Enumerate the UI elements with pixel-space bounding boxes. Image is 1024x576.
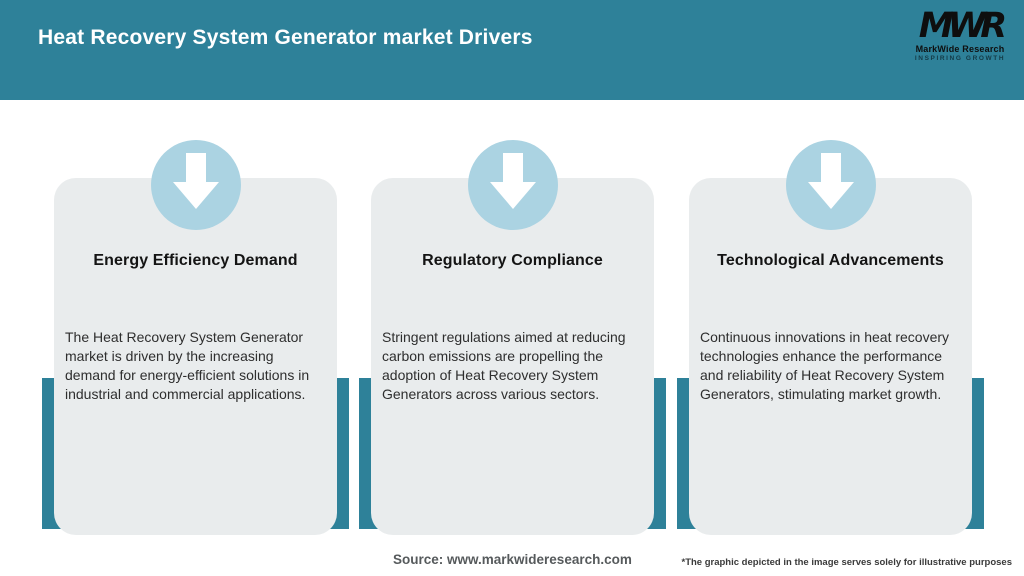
card-panel: Energy Efficiency Demand The Heat Recove… [54,178,337,535]
disclaimer-text: *The graphic depicted in the image serve… [681,557,1013,568]
card-body-text: Continuous innovations in heat recovery … [700,329,950,402]
markwide-research-logo: MWR MarkWide Research INSPIRING GROWTH [910,8,1010,62]
card-body-text: Stringent regulations aimed at reducing … [382,329,626,402]
driver-card-regulatory-compliance: Regulatory Compliance Stringent regulati… [359,140,666,551]
card-panel: Regulatory Compliance Stringent regulati… [371,178,654,535]
card-body-text: The Heat Recovery System Generator marke… [65,329,310,402]
card-title: Energy Efficiency Demand [93,252,298,269]
driver-card-technological-advancements: Technological Advancements Continuous in… [677,140,984,551]
down-arrow-icon [150,140,241,230]
down-arrow-icon [467,140,558,230]
logo-name: MarkWide Research [915,44,1005,54]
card-panel: Technological Advancements Continuous in… [689,178,972,535]
card-title: Regulatory Compliance [422,252,603,269]
card-title: Technological Advancements [717,252,944,269]
logo-monogram: MWR [918,6,1007,46]
header-bar: Heat Recovery System Generator market Dr… [0,0,1024,100]
source-text: Source: www.markwideresearch.com [393,552,632,567]
driver-card-energy-efficiency: Energy Efficiency Demand The Heat Recove… [42,140,349,551]
logo-tagline: INSPIRING GROWTH [914,55,1006,62]
down-arrow-icon [785,140,876,230]
page-title: Heat Recovery System Generator market Dr… [38,26,533,49]
